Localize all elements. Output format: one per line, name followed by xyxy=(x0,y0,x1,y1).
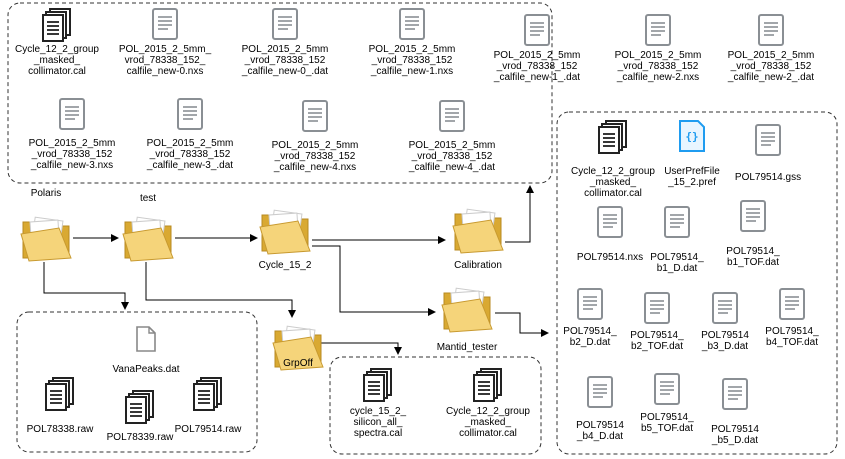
doc-icon[interactable] xyxy=(722,378,748,415)
cycle-folder-icon[interactable] xyxy=(258,207,312,260)
multi-doc-icon[interactable] xyxy=(473,368,503,407)
test-folder-icon[interactable] xyxy=(121,214,175,267)
mantid-file-label: POL79514_ b4_TOF.dat xyxy=(765,326,819,348)
multi-doc-icon[interactable] xyxy=(45,377,75,416)
connector-calibration-topbox xyxy=(505,185,534,243)
polaris-file-label: POL79514.raw xyxy=(174,424,242,435)
grpoff-files-group xyxy=(329,356,542,455)
connector-test-grpoff xyxy=(145,262,296,318)
json-icon[interactable]: {} xyxy=(679,120,705,157)
mantid-file-label: POL79514.gss xyxy=(734,172,802,183)
mantid-label: Mantid_tester xyxy=(436,342,498,353)
top-file-label: POL_2015_2_5mm _vrod_78338_152 _calfile_… xyxy=(28,138,116,171)
multi-doc-icon[interactable] xyxy=(598,120,628,159)
doc-icon[interactable] xyxy=(644,292,670,329)
doc-icon[interactable] xyxy=(645,14,671,51)
doc-icon[interactable] xyxy=(577,288,603,325)
calibration-folder-icon[interactable] xyxy=(451,206,505,259)
doc-icon[interactable] xyxy=(758,14,784,51)
multi-doc-icon[interactable] xyxy=(363,368,393,407)
mantid-folder-icon[interactable] xyxy=(440,285,494,338)
top-file-label: POL_2015_2_5mm _vrod_78338_152 _calfile_… xyxy=(408,140,496,173)
mantid-file-label: POL79514_ b2_D.dat xyxy=(563,326,617,348)
grpoff-file-label: cycle_15_2_ silicon_all_ spectra.cal xyxy=(349,406,407,439)
polaris-file-label: POL78339.raw xyxy=(106,432,174,443)
doc-icon[interactable] xyxy=(587,376,613,413)
top-file-label: POL_2015_2_5mm _vrod_78338_152 _calfile_… xyxy=(368,44,456,77)
doc-icon[interactable] xyxy=(524,14,550,51)
doc-icon[interactable] xyxy=(712,292,738,329)
mantid-file-label: POL79514_ b1_D.dat xyxy=(650,252,704,274)
grpoff-folder-icon[interactable] xyxy=(271,323,325,376)
doc-icon[interactable] xyxy=(755,124,781,161)
doc-icon[interactable] xyxy=(740,200,766,237)
mantid-file-label: POL79514 _b4_D.dat xyxy=(576,420,624,442)
doc-icon[interactable] xyxy=(59,98,85,135)
mantid-file-label: POL79514.nxs xyxy=(576,252,644,263)
multi-doc-icon[interactable] xyxy=(193,377,223,416)
top-file-label: POL_2015_2_5mm _vrod_78338_152 _calfile_… xyxy=(271,140,359,173)
doc-icon[interactable] xyxy=(654,373,680,410)
doc-icon[interactable] xyxy=(177,98,203,135)
mantid-file-label: UserPrefFile _15_2.pref xyxy=(664,166,720,188)
test-label: test xyxy=(139,193,157,204)
doc-icon[interactable] xyxy=(439,100,465,137)
doc-icon[interactable] xyxy=(399,8,425,45)
calibration-label: Calibration xyxy=(454,260,502,271)
polaris-folder-icon[interactable] xyxy=(19,214,73,267)
cycle-label: Cycle_15_2 xyxy=(258,260,312,271)
mantid-files-group xyxy=(556,111,838,455)
top-files-group xyxy=(7,2,553,184)
top-file-label: POL_2015_2_5mm _vrod_78338_152 _calfile_… xyxy=(146,138,234,171)
multi-doc-icon[interactable] xyxy=(42,8,72,47)
polaris-file-label: VanaPeaks.dat xyxy=(112,364,180,375)
doc-icon[interactable] xyxy=(302,100,328,137)
mantid-file-label: POL79514 _b5_D.dat xyxy=(711,424,759,446)
page-icon[interactable] xyxy=(136,326,156,357)
doc-icon[interactable] xyxy=(597,206,623,243)
top-file-label: POL_2015_2_5mm _vrod_78338_152 _calfile_… xyxy=(727,50,815,83)
grpoff-file-label: Cycle_12_2_group _masked_ collimator.cal xyxy=(446,406,530,439)
polaris-label: Polaris xyxy=(30,188,62,199)
mantid-file-label: POL79514_ b5_TOF.dat xyxy=(640,412,694,434)
multi-doc-icon[interactable] xyxy=(125,390,155,429)
polaris-files-group xyxy=(16,311,258,453)
connector-mantid-rightbox xyxy=(495,312,549,337)
svg-text:{}: {} xyxy=(685,130,698,143)
connector-grpoff-box xyxy=(304,342,402,355)
grpoff-label: GrpOff xyxy=(283,358,313,369)
mantid-file-label: POL79514 _b3_D.dat xyxy=(701,330,749,352)
top-file-label: POL_2015_2_5mm _vrod_78338_152 _calfile_… xyxy=(614,50,702,83)
top-file-label: POL_2015_2_5mm _vrod_78338_152 _calfile_… xyxy=(493,50,581,83)
polaris-file-label: POL78338.raw xyxy=(26,424,94,435)
connector-polaris-box xyxy=(43,262,129,310)
doc-icon[interactable] xyxy=(664,206,690,243)
doc-icon[interactable] xyxy=(272,8,298,45)
top-file-label: POL_2015_2_5mm_ vrod_78338_152_ calfile_… xyxy=(118,44,212,77)
doc-icon[interactable] xyxy=(152,8,178,45)
doc-icon[interactable] xyxy=(779,288,805,325)
top-file-label: Cycle_12_2_group _masked_ collimator.cal xyxy=(15,44,99,77)
mantid-file-label: POL79514_ b2_TOF.dat xyxy=(630,330,684,352)
mantid-file-label: POL79514_ b1_TOF.dat xyxy=(726,246,780,268)
connector-cycle-mantid xyxy=(312,245,436,316)
top-file-label: POL_2015_2_5mm _vrod_78338_152 _calfile_… xyxy=(241,44,329,77)
mantid-file-label: Cycle_12_2_group _masked_ collimator.cal xyxy=(571,166,655,199)
